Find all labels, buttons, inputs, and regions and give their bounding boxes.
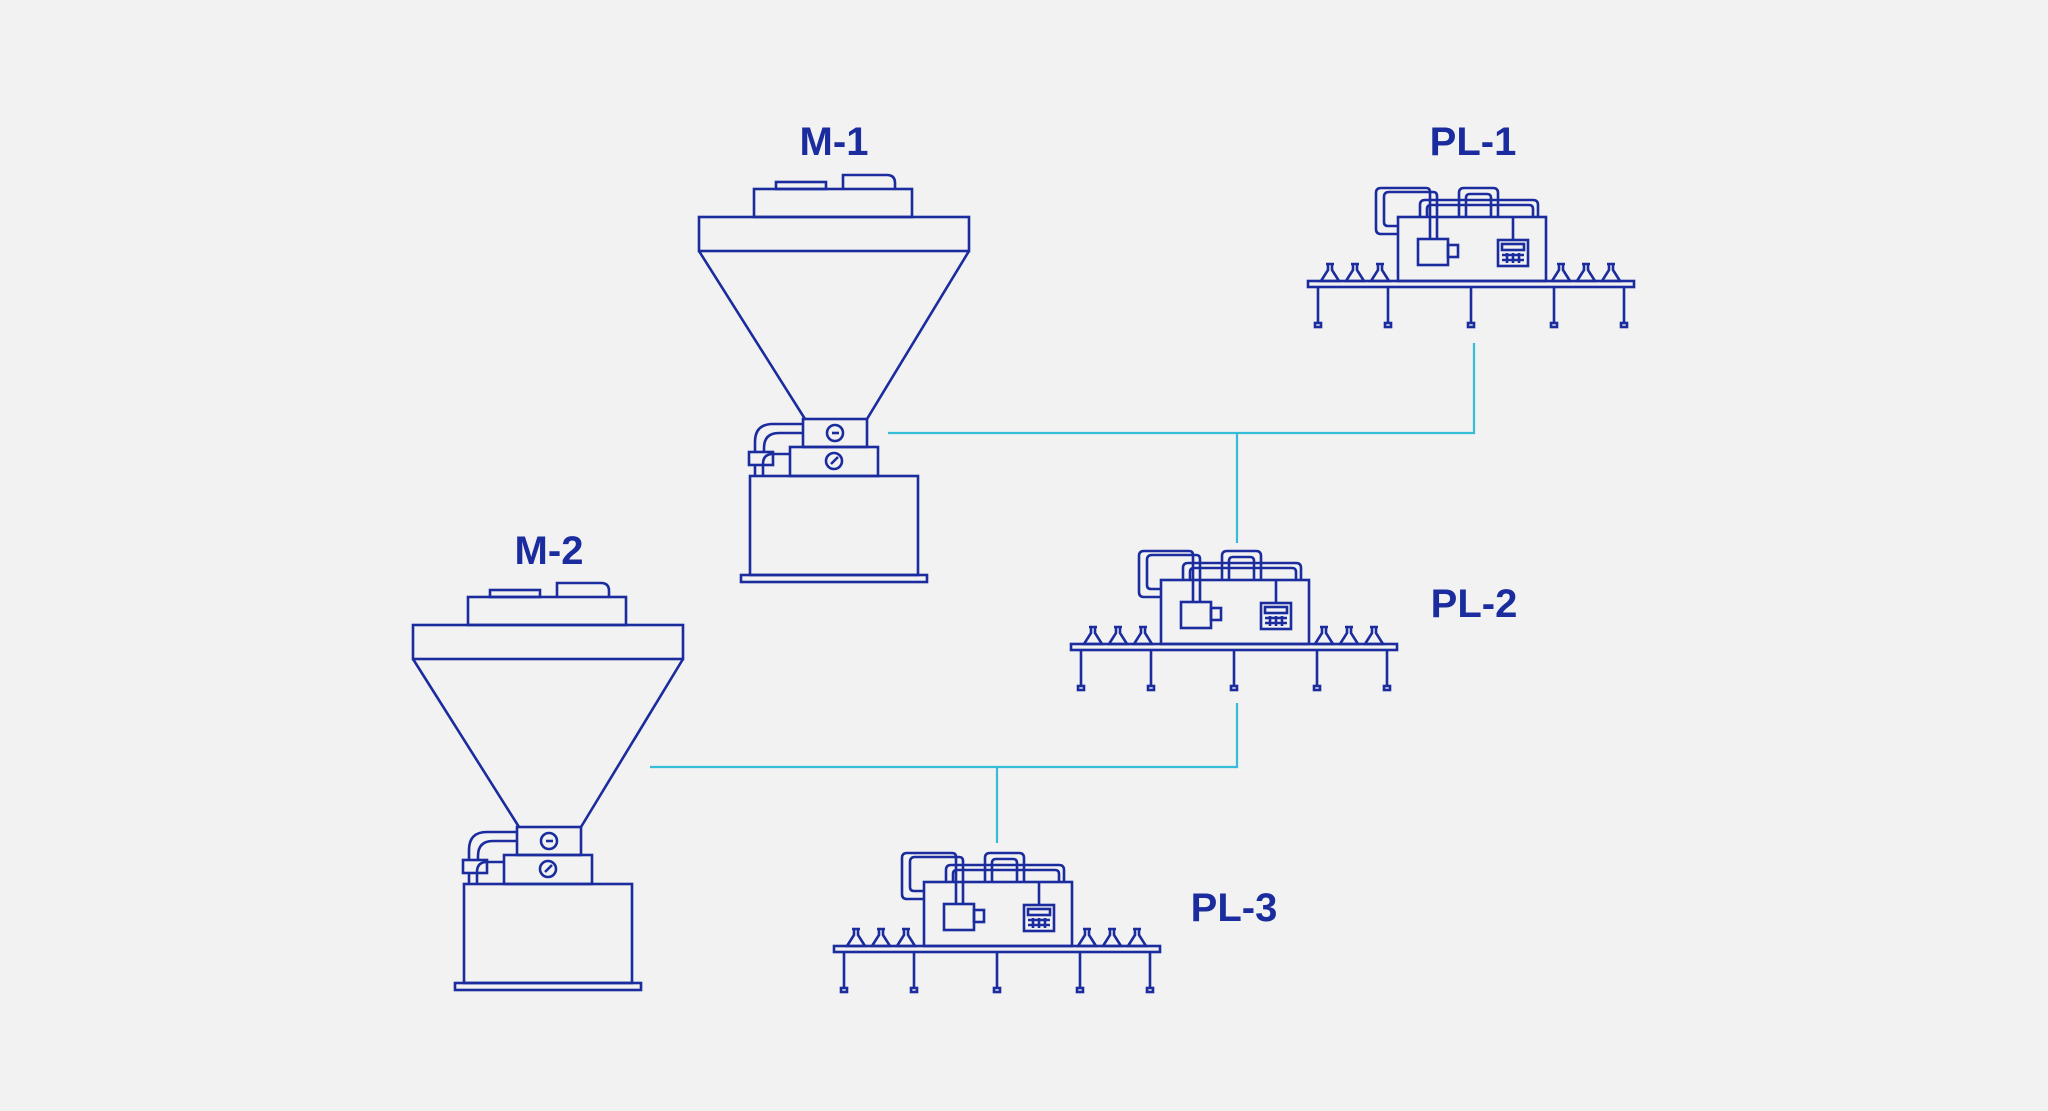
mixer-m2: M-2 <box>411 529 685 992</box>
connector-m2-pl2 <box>650 703 1239 769</box>
packing-line-pl3-label: PL-3 <box>1191 886 1278 930</box>
mixer-hopper-icon <box>697 173 971 584</box>
packing-line-pl2: PL-2 <box>1071 551 1517 690</box>
packing-line-icon <box>834 853 1160 992</box>
packing-line-pl1-label: PL-1 <box>1430 120 1517 164</box>
mixer-m1-label: M-1 <box>800 120 869 164</box>
packing-line-icon <box>1308 188 1634 327</box>
packing-line-pl1: PL-1 <box>1308 120 1634 327</box>
packing-line-icon <box>1071 551 1397 690</box>
mixer-hopper-icon <box>411 581 685 992</box>
packing-line-pl3: PL-3 <box>834 853 1277 992</box>
packing-line-pl2-label: PL-2 <box>1431 582 1518 626</box>
connector-network <box>650 343 1476 843</box>
connector-m1-pl1 <box>888 343 1476 435</box>
mixer-m2-label: M-2 <box>515 529 584 573</box>
mixer-m1: M-1 <box>697 120 971 584</box>
